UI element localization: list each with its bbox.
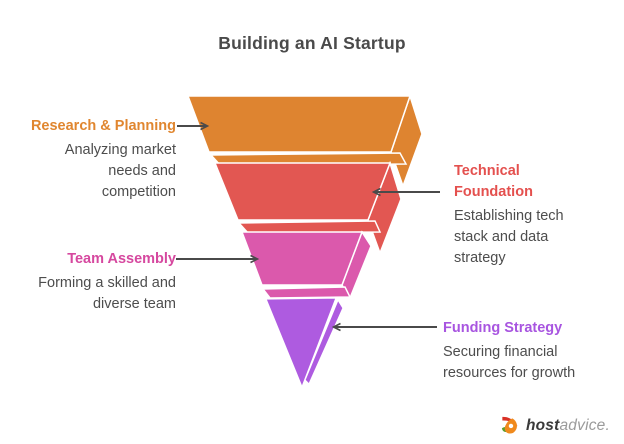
logo-text-advice: advice. bbox=[559, 416, 610, 434]
stage-funding-side-face bbox=[304, 298, 344, 386]
stage-description: Securing financial resources for growth bbox=[443, 344, 576, 381]
stage-label-funding-strategy: Funding Strategy Securing financial reso… bbox=[443, 318, 611, 384]
stage-label-team-assembly: Team Assembly Forming a skilled and dive… bbox=[11, 249, 176, 315]
logo-text-host: host bbox=[525, 416, 560, 434]
stage-team-front-face bbox=[240, 231, 364, 286]
stage-heading: Team Assembly bbox=[67, 251, 176, 267]
stage-team-assembly-shape bbox=[240, 230, 372, 300]
stage-research-front-face bbox=[186, 95, 412, 153]
stage-label-technical-foundation: Technical Foundation Establishing tech s… bbox=[454, 161, 589, 269]
stage-label-research-planning: Research & Planning Analyzing market nee… bbox=[11, 116, 176, 203]
stage-technical-bottom-face bbox=[237, 220, 382, 234]
stage-heading: Research & Planning bbox=[30, 118, 176, 134]
stage-description: Establishing tech stack and data strateg… bbox=[454, 208, 564, 266]
stage-team-bottom-face bbox=[261, 286, 352, 299]
stage-heading: Funding Strategy bbox=[443, 320, 563, 336]
logo-text: hostadvice. bbox=[526, 417, 610, 435]
stage-description: Forming a skilled and diverse team bbox=[38, 275, 176, 312]
hostadvice-logo: hostadvice. bbox=[499, 414, 610, 437]
stage-technical-foundation-shape bbox=[213, 160, 402, 256]
stage-description: Analyzing market needs and competition bbox=[64, 142, 176, 200]
stage-funding-strategy-shape bbox=[265, 297, 344, 389]
stage-funding-front-face bbox=[265, 297, 337, 389]
stage-heading: Technical Foundation bbox=[454, 163, 533, 200]
stage-technical-front-face bbox=[213, 162, 392, 221]
page-title: Building an AI Startup bbox=[218, 33, 406, 53]
hostadvice-mascot-icon bbox=[501, 416, 518, 434]
